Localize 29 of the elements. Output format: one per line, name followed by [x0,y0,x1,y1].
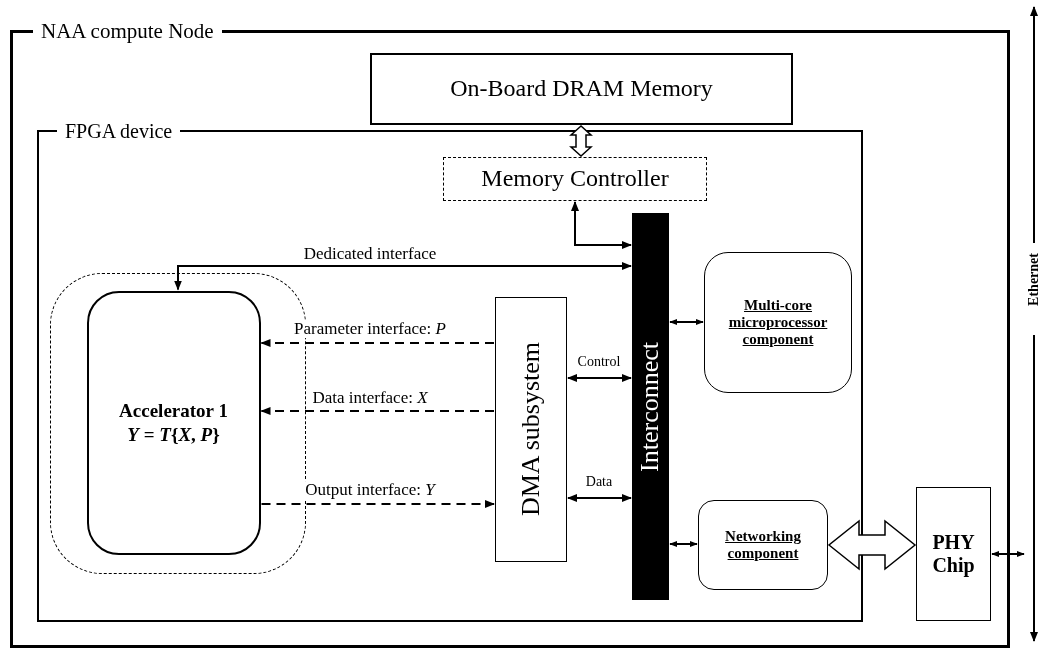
box-label: Accelerator 1 [119,398,228,423]
double-arrow [174,262,632,291]
frame-title: NAA compute Node [33,21,222,42]
edge-label: Output interface: Y [304,481,436,499]
dashed-arrow [260,407,495,415]
accelerator-box [86,290,261,555]
double-arrow [669,540,698,548]
block-arrow [569,125,593,157]
controller-box: Memory Controller [443,157,707,201]
bus-label: Ethernet [1025,253,1042,306]
vertical-label: DMA subsystem [514,342,546,517]
double-arrow [567,494,632,502]
dma-box [495,297,567,562]
interconnect-bar [632,213,669,600]
processor-box: Multi-core microprocessor component [704,252,852,393]
double-arrow [567,374,632,382]
dashed-arrow [260,339,495,347]
box-label: Y = T{X, P} [127,422,220,447]
dashed-arrow [260,500,495,508]
networking-box: Networking component [698,500,828,590]
double-arrow [991,550,1025,558]
phy-box: PHY Chip [916,487,991,621]
memory-box: On-Board DRAM Memory [370,53,793,125]
double-arrow [669,318,704,326]
block-arrow [827,519,917,571]
edge-label: Parameter interface: P [293,320,447,338]
double-arrow [571,201,632,249]
vertical-label: Interconnect [634,341,666,472]
frame-title: FPGA device [57,121,181,141]
